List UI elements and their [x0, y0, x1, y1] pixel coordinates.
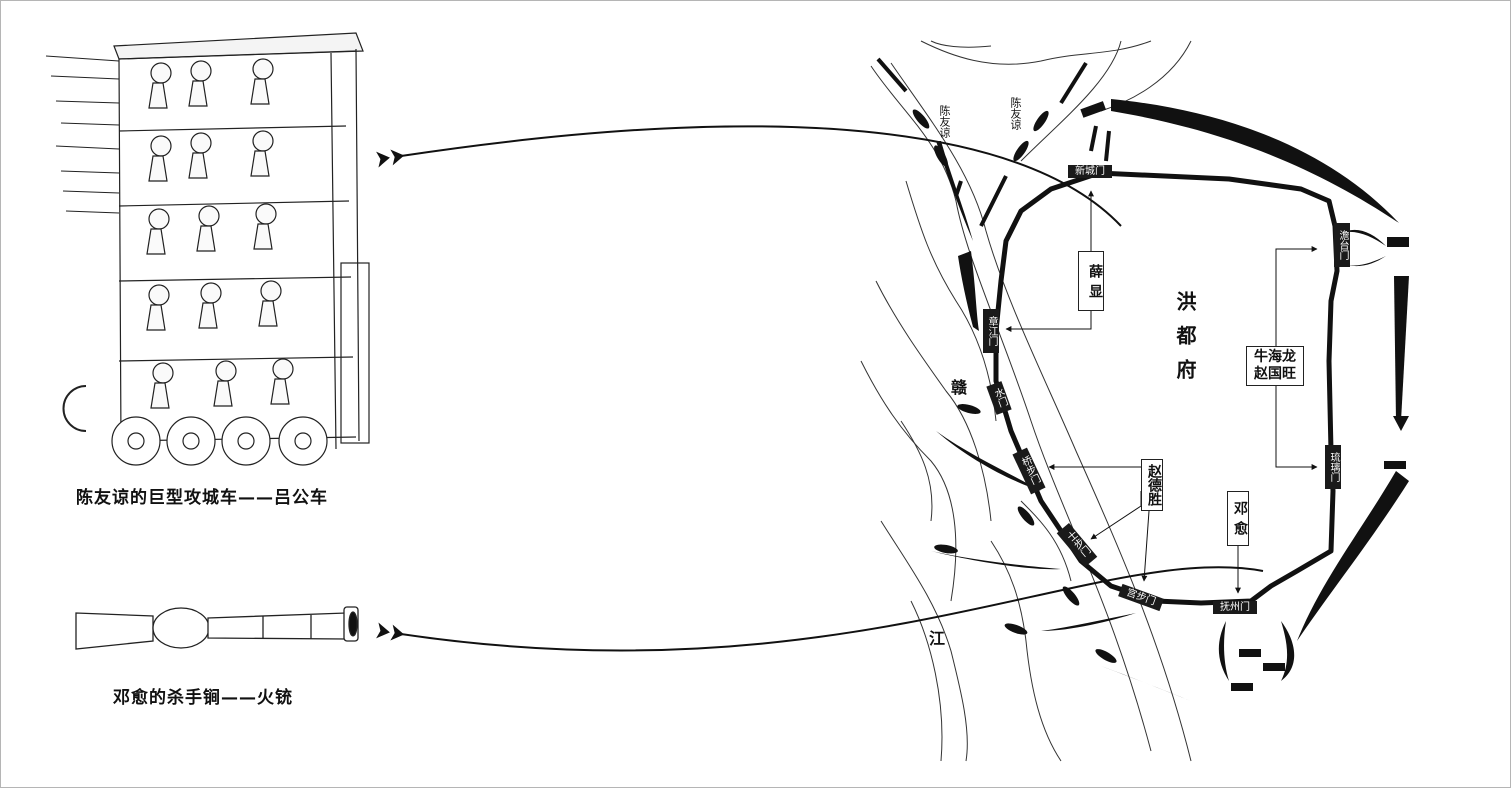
city-wall — [993, 170, 1340, 606]
city-name: 洪都府 — [1173, 291, 1197, 393]
gate-tantai: 澹台门 — [1334, 223, 1350, 267]
soldier-figures — [146, 58, 294, 409]
incoming-arrows — [876, 57, 1111, 227]
fire-gun-drawing — [75, 606, 359, 650]
river-label-jiang: 江 — [929, 629, 946, 648]
commander-xue-xian: 薛显 — [1078, 251, 1104, 311]
gate-zhangjiang: 章江门 — [983, 309, 999, 353]
gate-xincheng: 新城门 — [1068, 165, 1112, 178]
river-label-gan: 赣 — [951, 378, 968, 397]
siege-tower-drawing — [45, 32, 370, 466]
command-lines — [1005, 190, 1318, 594]
siege-tower-caption: 陈友谅的巨型攻城车——吕公车 — [76, 488, 328, 508]
fire-gun-caption: 邓愈的杀手锏——火铳 — [113, 688, 293, 708]
enemy-label: 陈友谅 — [938, 105, 951, 138]
enemy-label: 陈友谅 — [1009, 97, 1022, 130]
wheels — [111, 416, 328, 466]
gate-fuzhou: 抚州门 — [1213, 601, 1257, 614]
attack-arrows — [912, 99, 1409, 701]
commander-niu-zhao: 牛海龙 赵国旺 — [1246, 346, 1304, 386]
commander-deng-yu: 邓愈 — [1227, 491, 1249, 546]
commander-zhao-desheng: 赵德胜 — [1141, 459, 1163, 511]
river-banks — [860, 40, 1192, 762]
gate-liuli: 琉璃门 — [1325, 445, 1341, 489]
connector-siege-tower — [376, 125, 1122, 227]
connector-fire-gun — [376, 566, 1264, 652]
